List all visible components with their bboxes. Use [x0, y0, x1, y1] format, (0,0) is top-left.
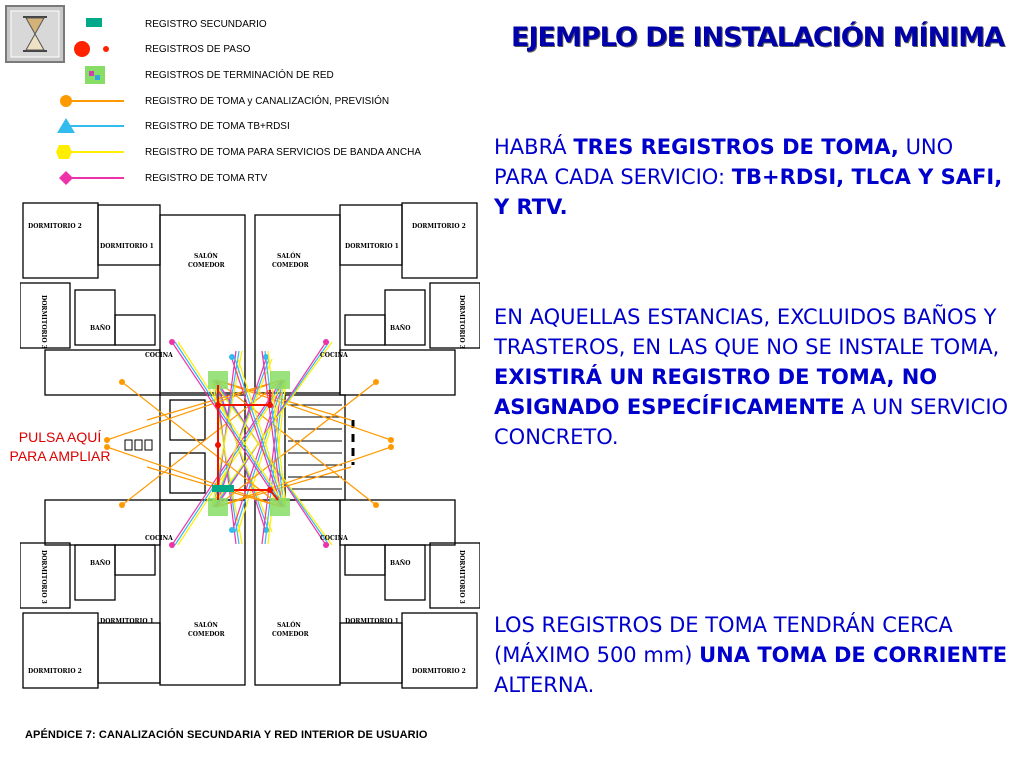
- legend: REGISTRO SECUNDARIO REGISTROS DE PASO RE…: [0, 0, 480, 195]
- cable-run: [171, 379, 283, 546]
- svg-text:DORMITORIO 1: DORMITORIO 1: [100, 618, 154, 625]
- cable-run: [215, 379, 377, 506]
- svg-text:DORMITORIO 1: DORMITORIO 1: [345, 618, 399, 625]
- svg-text:DORMITORIO 2: DORMITORIO 2: [28, 223, 82, 230]
- svg-text:DORMITORIO 1: DORMITORIO 1: [100, 243, 154, 250]
- legend-label-tbrdsi: REGISTRO DE TOMA TB+RDSI: [145, 121, 290, 132]
- svg-text:COCINA: COCINA: [145, 535, 173, 542]
- svg-text:DORMITORIO 3: DORMITORIO 3: [458, 550, 465, 604]
- cable-run: [146, 379, 283, 421]
- svg-text:COCINA: COCINA: [320, 352, 348, 359]
- cable-run: [234, 379, 285, 533]
- cable-run: [234, 358, 285, 508]
- legend-symbols: [56, 18, 124, 185]
- toma-tbrdsi-icon: [57, 118, 75, 133]
- enlarge-link[interactable]: PULSA AQUÍ PARA AMPLIAR: [9, 429, 111, 464]
- paragraph-estancias: EN AQUELLAS ESTANCIAS, EXCLUIDOS BAÑOS Y…: [494, 305, 1009, 449]
- svg-text:COMEDOR: COMEDOR: [272, 262, 310, 269]
- cable-run: [171, 341, 283, 508]
- cable-run: [264, 350, 285, 508]
- svg-text:DORMITORIO 2: DORMITORIO 2: [412, 223, 466, 230]
- legend-label-rtv: REGISTRO DE TOMA RTV: [145, 173, 268, 184]
- registro-secundario-box: [212, 485, 234, 492]
- toma-point: [104, 444, 110, 450]
- toma-point: [323, 542, 329, 548]
- toma-point: [373, 379, 379, 385]
- toma-point: [104, 437, 110, 443]
- toma-point: [388, 437, 394, 443]
- registro-paso-small-icon: [103, 46, 109, 52]
- toma-point: [229, 527, 235, 533]
- cable-run: [121, 381, 283, 508]
- toma-point: [169, 339, 175, 345]
- registro-paso-icon: [74, 41, 90, 57]
- svg-text:DORMITORIO 3: DORMITORIO 3: [40, 295, 47, 349]
- legend-label-terminacion: REGISTROS DE TERMINACIÓN DE RED: [145, 70, 334, 81]
- cable-run: [177, 379, 287, 546]
- toma-prevision-icon: [60, 95, 72, 107]
- svg-text:DORMITORIO 3: DORMITORIO 3: [458, 295, 465, 349]
- toma-point: [119, 502, 125, 508]
- cable-run: [215, 381, 377, 508]
- svg-text:BAÑO: BAÑO: [90, 325, 110, 332]
- cable-run: [237, 358, 287, 508]
- toma-point: [388, 444, 394, 450]
- svg-text:BAÑO: BAÑO: [390, 325, 410, 332]
- legend-label-prevision: REGISTRO DE TOMA y CANALIZACIÓN, PREVISI…: [145, 96, 390, 107]
- svg-text:SALÓN: SALÓN: [194, 621, 218, 629]
- cable-run: [237, 379, 287, 533]
- toma-point: [323, 339, 329, 345]
- toma-point: [229, 354, 235, 360]
- svg-text:DORMITORIO 2: DORMITORIO 2: [412, 668, 466, 675]
- cable-run: [215, 446, 392, 508]
- svg-text:DORMITORIO 2: DORMITORIO 2: [28, 668, 82, 675]
- toma-point: [119, 379, 125, 385]
- terminacion-red-box: [208, 371, 228, 389]
- hourglass-icon: [10, 10, 60, 58]
- cable-run: [177, 341, 287, 508]
- cable-run: [261, 350, 283, 508]
- svg-text:COMEDOR: COMEDOR: [188, 262, 226, 269]
- cable-run: [106, 379, 283, 441]
- cable-run: [174, 341, 285, 508]
- toma-point: [169, 542, 175, 548]
- svg-text:SALÓN: SALÓN: [194, 252, 218, 260]
- legend-label-secundario: REGISTRO SECUNDARIO: [145, 19, 267, 30]
- svg-text:SALÓN: SALÓN: [277, 252, 301, 260]
- svg-text:COCINA: COCINA: [320, 535, 348, 542]
- floor-plan: DORMITORIO 2 DORMITORIO 1 SALÓN COMEDOR …: [20, 202, 480, 689]
- page-title: EJEMPLO DE INSTALACIÓN MÍNIMA: [511, 22, 1005, 53]
- terminacion-red-box: [208, 498, 228, 516]
- svg-text:BAÑO: BAÑO: [90, 560, 110, 567]
- paragraph-tomas: HABRÁ TRES REGISTROS DE TOMA, UNO PARA C…: [494, 135, 1003, 219]
- footer-caption: APÉNDICE 7: CANALIZACIÓN SECUNDARIA Y RE…: [25, 729, 428, 741]
- cable-run: [106, 446, 283, 508]
- hourglass-button[interactable]: [5, 5, 65, 63]
- svg-text:SALÓN: SALÓN: [277, 621, 301, 629]
- cable-run: [211, 358, 273, 508]
- cable-run: [231, 358, 283, 508]
- toma-rtv-icon: [59, 171, 73, 185]
- legend-label-banda-ancha: REGISTRO DE TOMA PARA SERVICIOS DE BANDA…: [145, 147, 422, 158]
- svg-text:COMEDOR: COMEDOR: [272, 631, 310, 638]
- svg-text:DORMITORIO 3: DORMITORIO 3: [40, 550, 47, 604]
- svg-text:BAÑO: BAÑO: [390, 560, 410, 567]
- svg-text:DORMITORIO 1: DORMITORIO 1: [345, 243, 399, 250]
- terminacion-red-box: [270, 371, 290, 389]
- svg-text:COCINA: COCINA: [145, 352, 173, 359]
- legend-label-paso: REGISTROS DE PASO: [145, 44, 251, 55]
- toma-point: [263, 527, 269, 533]
- registro-secundario-icon: [86, 18, 102, 27]
- toma-point: [373, 502, 379, 508]
- toma-banda-ancha-icon: [56, 145, 72, 159]
- svg-text:COMEDOR: COMEDOR: [188, 631, 226, 638]
- terminacion-red-box: [270, 498, 290, 516]
- paragraph-corriente: LOS REGISTROS DE TOMA TENDRÁN CERCA (MÁX…: [494, 613, 1008, 697]
